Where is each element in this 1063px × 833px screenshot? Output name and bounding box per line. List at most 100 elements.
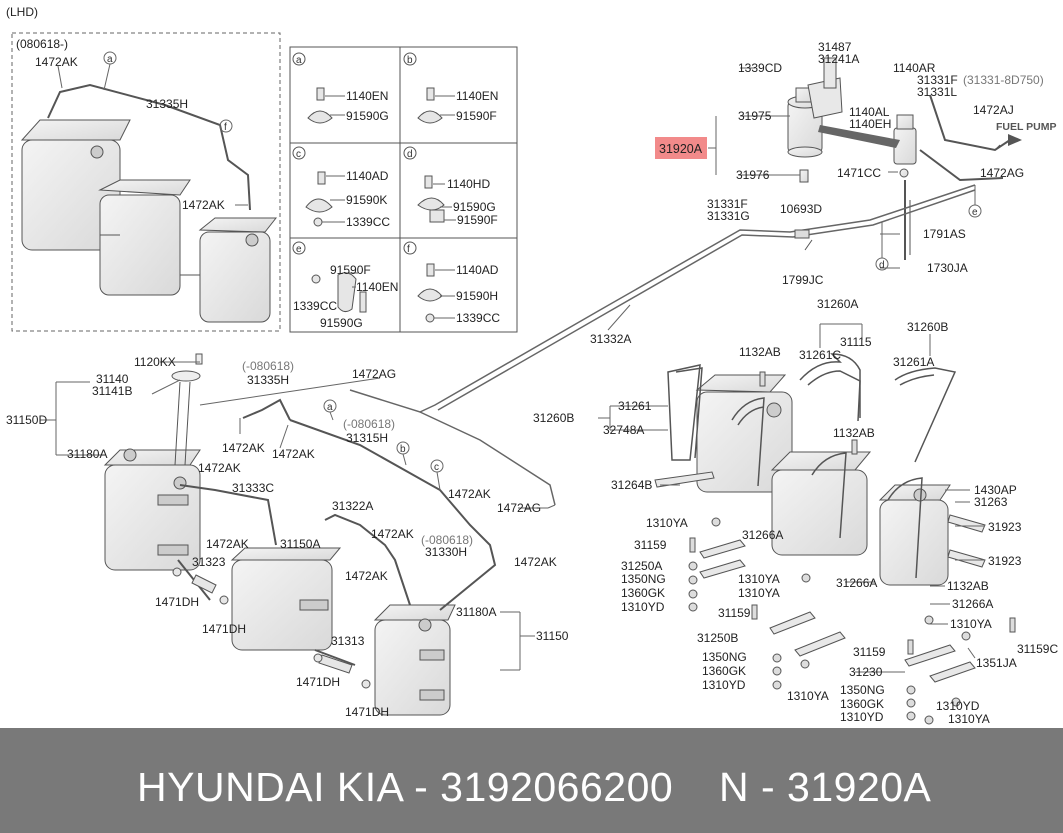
legend-f-part-0: 1140AD bbox=[456, 263, 499, 277]
part-label: 1472AG bbox=[497, 501, 541, 515]
part-label: 31159 bbox=[853, 645, 886, 659]
part-label: 1120KX bbox=[134, 355, 176, 369]
svg-text:f: f bbox=[224, 122, 227, 133]
part-label: 31261A bbox=[893, 355, 934, 369]
part-label: 1730JA bbox=[927, 261, 968, 275]
part-label: (-080618) bbox=[421, 533, 473, 547]
legend-leaders bbox=[322, 95, 456, 319]
legend-a-part-1: 91590G bbox=[346, 109, 389, 123]
part-label: 1310YD bbox=[702, 678, 746, 692]
part-label: 31315H bbox=[346, 431, 388, 445]
legend-e-part-0: 91590F bbox=[330, 263, 371, 277]
fuel-lines-upper-thin bbox=[904, 144, 1001, 255]
part-label: 1310YA bbox=[646, 516, 688, 530]
part-label: 1472AK bbox=[448, 487, 491, 501]
part-label: 31923 bbox=[988, 520, 1022, 534]
part-label: 1132AB bbox=[947, 579, 989, 593]
part-label: 32748A bbox=[603, 423, 644, 437]
part-label: 31487 bbox=[818, 40, 852, 54]
part-label: 31141B bbox=[92, 384, 132, 398]
part-label: 1310YA bbox=[787, 689, 829, 703]
part-label: 1472AK bbox=[206, 537, 249, 551]
part-label: (-080618) bbox=[343, 417, 395, 431]
level-sender-31140 bbox=[171, 353, 203, 466]
part-label: 1140EH bbox=[849, 117, 891, 131]
part-label: 1799JC bbox=[782, 273, 824, 287]
part-label: 1360GK bbox=[702, 664, 746, 678]
legend-f-part-2: 1339CC bbox=[456, 311, 500, 325]
part-label: 1471DH bbox=[345, 705, 389, 719]
part-label: 31260A bbox=[817, 297, 858, 311]
strap-32748a bbox=[654, 471, 715, 488]
water-separator bbox=[893, 114, 917, 178]
part-label: 1350NG bbox=[702, 650, 747, 664]
highlighted-part-label: 31920A bbox=[659, 142, 703, 156]
fuel-pump-label: FUEL PUMP bbox=[996, 121, 1056, 133]
part-label: 31330H bbox=[425, 545, 467, 559]
part-label: 31313 bbox=[331, 634, 365, 648]
part-label: 1471DH bbox=[202, 622, 246, 636]
highlight-31920a bbox=[655, 137, 707, 159]
filter-to-separator-shade bbox=[818, 125, 900, 148]
tank-assembly-31150 bbox=[103, 448, 456, 716]
legend-c-part-2: 1339CC bbox=[346, 215, 390, 229]
leader bbox=[607, 304, 631, 331]
right-leaders bbox=[598, 323, 985, 673]
legend-c-part-1: 91590K bbox=[346, 193, 387, 207]
part-label: 1140AR bbox=[893, 61, 936, 75]
part-label: 1471DH bbox=[296, 675, 340, 689]
svg-text:d: d bbox=[879, 260, 885, 271]
legend-f-part-1: 91590H bbox=[456, 289, 498, 303]
part-label: 31332A bbox=[590, 332, 631, 346]
part-label: 31150 bbox=[536, 629, 569, 643]
inset-callouts bbox=[57, 51, 248, 206]
legend-b-part-0: 1140EN bbox=[456, 89, 498, 103]
svg-text:a: a bbox=[327, 402, 333, 413]
part-label: 1472AK bbox=[198, 461, 241, 475]
legend-d-part-1: 91590G bbox=[453, 200, 496, 214]
tank-callouts bbox=[40, 361, 556, 671]
part-label: 31115 bbox=[840, 335, 872, 349]
part-label: 1471CC bbox=[837, 166, 881, 180]
part-label: 1140AL bbox=[849, 105, 890, 119]
part-label: 1472AG bbox=[352, 367, 396, 381]
fuel-pump-arrow bbox=[1008, 134, 1022, 146]
part-label: 1472AK bbox=[272, 447, 315, 461]
part-label: 1339CD bbox=[738, 61, 782, 75]
legend-e-part-1: 1140EN bbox=[356, 280, 398, 294]
part-label: 31335H bbox=[247, 373, 289, 387]
inset-date-label: (080618-) bbox=[16, 37, 68, 51]
legend-grid bbox=[289, 46, 518, 333]
footer-part-number: N - 31920A bbox=[719, 764, 932, 810]
part-label: 31263 bbox=[974, 495, 1008, 509]
part-label: 31159 bbox=[718, 606, 751, 620]
part-label: 31331G bbox=[707, 209, 750, 223]
part-label: 31335H bbox=[146, 97, 188, 111]
inset-frame bbox=[11, 32, 281, 332]
part-label: 1360GK bbox=[840, 697, 884, 711]
legend-c-part-0: 1140AD bbox=[346, 169, 389, 183]
part-label: 1310YA bbox=[950, 617, 992, 631]
legend-letter: f bbox=[407, 244, 410, 255]
part-label: 31140 bbox=[96, 372, 129, 386]
part-label: 1360GK bbox=[621, 586, 665, 600]
part-label: 31261 bbox=[618, 399, 652, 413]
legend-letter: d bbox=[407, 149, 413, 160]
part-label: 31150A bbox=[280, 537, 320, 551]
part-label: 10693D bbox=[780, 202, 822, 216]
legend-letter: c bbox=[296, 149, 301, 160]
part-label: 31261C bbox=[799, 348, 841, 362]
bolts-and-nuts bbox=[688, 371, 1016, 725]
footer-oem-number: HYUNDAI KIA - 3192066200 bbox=[137, 764, 674, 810]
part-label: 1310YA bbox=[738, 586, 780, 600]
part-label: 1132AB bbox=[833, 426, 875, 440]
part-label: 1471DH bbox=[155, 595, 199, 609]
legend-d-part-0: 1140HD bbox=[447, 177, 490, 191]
part-label: 31323 bbox=[192, 555, 226, 569]
part-label: 31333C bbox=[232, 481, 274, 495]
legend-a-part-0: 1140EN bbox=[346, 89, 388, 103]
part-label: 31241A bbox=[818, 52, 859, 66]
legend-letter: e bbox=[296, 244, 302, 255]
svg-text:a: a bbox=[107, 54, 113, 65]
part-label: 1472AJ bbox=[973, 103, 1014, 117]
